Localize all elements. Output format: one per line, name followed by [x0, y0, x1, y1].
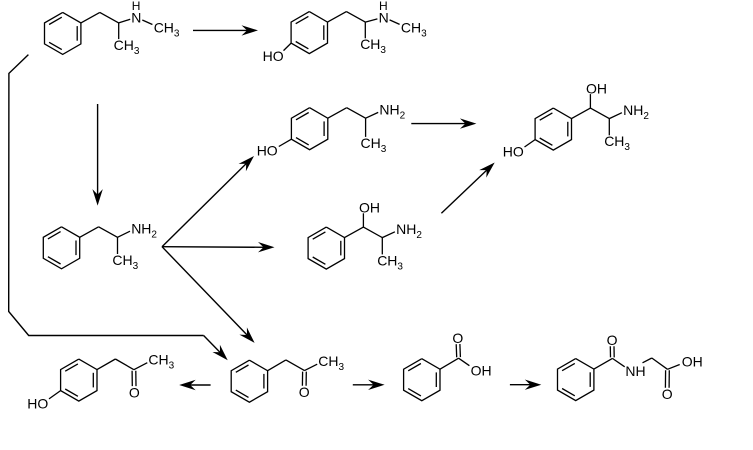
svg-text:CH3: CH3: [154, 19, 180, 39]
svg-text:NH: NH: [625, 363, 645, 379]
svg-text:O: O: [662, 386, 673, 402]
svg-text:CH3: CH3: [318, 353, 344, 373]
svg-text:H: H: [132, 0, 141, 13]
svg-text:O: O: [452, 330, 463, 346]
svg-text:CH3: CH3: [377, 252, 403, 272]
svg-text:HO: HO: [503, 143, 524, 159]
svg-text:NH2: NH2: [396, 221, 422, 241]
svg-text:HO: HO: [263, 48, 284, 64]
svg-text:CH3: CH3: [148, 352, 174, 372]
svg-text:O: O: [299, 384, 310, 400]
svg-text:O: O: [129, 385, 140, 401]
svg-text:NH2: NH2: [623, 102, 649, 122]
svg-text:OH: OH: [682, 354, 703, 370]
svg-text:CH3: CH3: [361, 135, 387, 155]
svg-text:N: N: [131, 10, 141, 26]
svg-text:CH3: CH3: [112, 252, 138, 272]
svg-text:HO: HO: [27, 395, 48, 411]
svg-text:HO: HO: [257, 142, 278, 158]
svg-text:OH: OH: [359, 200, 380, 216]
svg-text:NH2: NH2: [379, 102, 405, 122]
svg-text:N: N: [379, 9, 389, 25]
svg-text:NH2: NH2: [131, 220, 157, 240]
svg-text:O: O: [607, 332, 618, 348]
svg-text:OH: OH: [586, 80, 607, 96]
svg-text:CH3: CH3: [604, 133, 630, 153]
svg-text:CH3: CH3: [401, 19, 427, 39]
svg-text:CH3: CH3: [114, 37, 140, 57]
svg-text:OH: OH: [471, 362, 492, 378]
svg-text:CH3: CH3: [360, 36, 386, 56]
svg-text:H: H: [379, 0, 388, 13]
